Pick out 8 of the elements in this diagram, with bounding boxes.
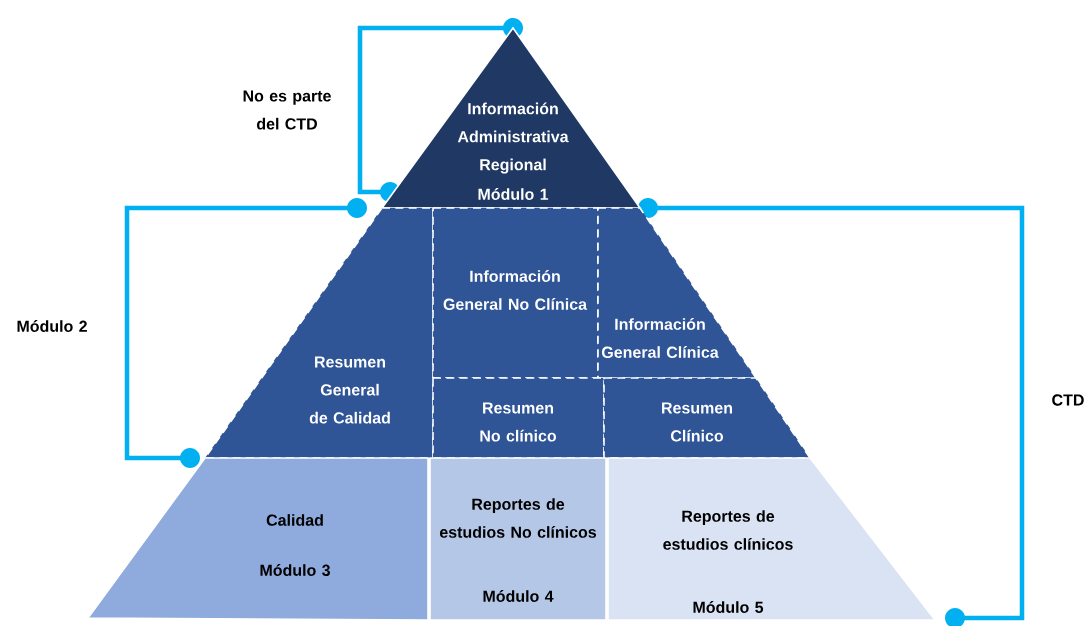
label: CTD: [1052, 394, 1084, 406]
pyramid-section: Información General Clínica: [597, 207, 758, 379]
label: Módulo 2: [17, 320, 87, 332]
pyramid-section: Reportes de estudios clínicos Módulo 5: [607, 457, 937, 621]
pyramid-section: Resumen No clínico: [432, 377, 605, 459]
pyramid-section: Resumen Clínico: [603, 377, 812, 459]
label: No es parte del CTD: [243, 90, 331, 130]
pyramid-section: Reportes de estudios No clínicos Módulo 4: [429, 457, 607, 621]
